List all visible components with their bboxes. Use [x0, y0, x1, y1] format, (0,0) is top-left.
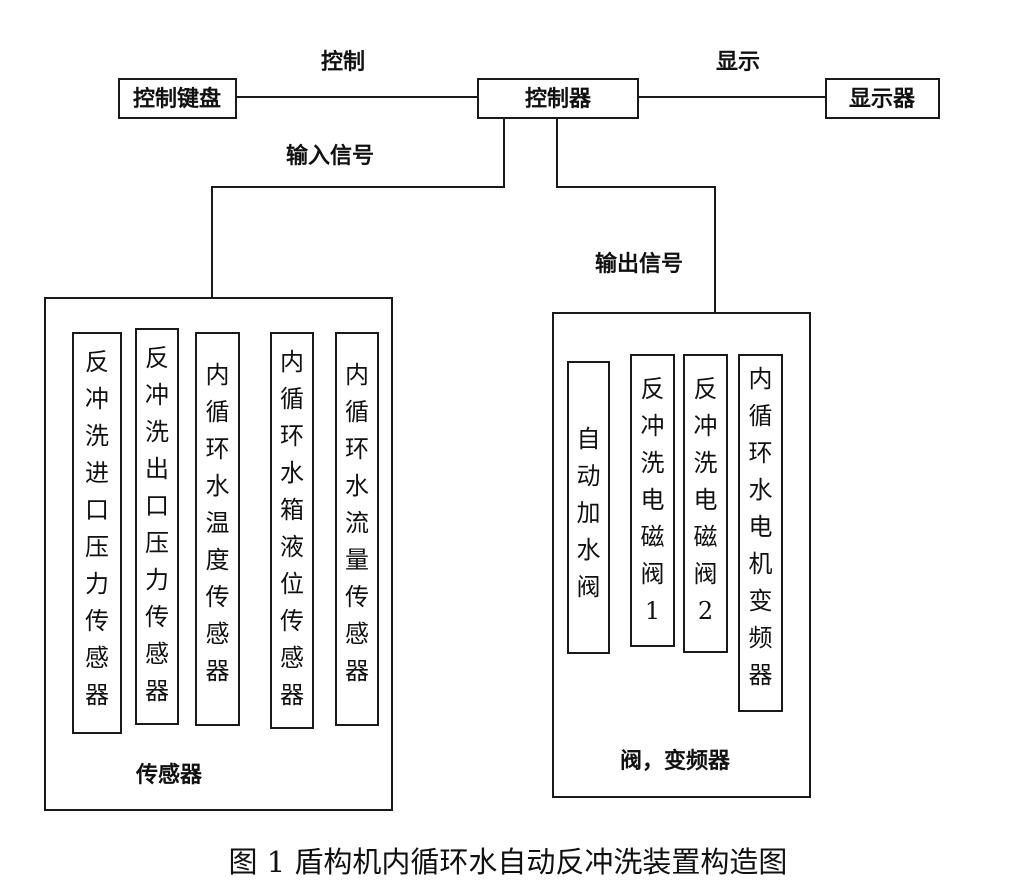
edge-label-show: 显示: [716, 50, 760, 75]
actuator-box-1: [567, 361, 610, 654]
keyboard-label: 控制键盘: [133, 86, 221, 112]
actuator-label-4: 内循环水电机变频器: [749, 365, 773, 689]
figure-caption: 图 1 盾构机内循环水自动反冲洗装置构造图: [229, 845, 788, 879]
actuator-box-2: [630, 354, 675, 647]
edge-label-input: 输入信号: [286, 143, 374, 169]
controller-box: [477, 78, 639, 119]
sensor-label-5: 内循环水流量传感器: [345, 361, 369, 685]
sensor-box-5: [335, 332, 379, 726]
display-box: [825, 78, 940, 119]
actuator-label-1: 自动加水阀: [577, 425, 601, 601]
sensor-label-2: 反冲洗出口压力传感器: [145, 344, 169, 705]
actuator-box-3: [683, 354, 728, 653]
wire-input-signal: [211, 118, 505, 298]
sensor-box-2: [135, 328, 179, 725]
sensor-items: 反冲洗进口压力传感器 反冲洗出口压力传感器 内循环水温度传感器 内循环水箱液位传感器 内…: [72, 328, 379, 734]
actuator-group-title: 阀，变频器: [620, 748, 731, 774]
display-label: 显示器: [849, 87, 916, 112]
sensor-label-3: 内循环水温度传感器: [206, 361, 230, 685]
sensor-label-1: 反冲洗进口压力传感器: [85, 348, 109, 709]
controller-label: 控制器: [525, 86, 592, 112]
edge-label-output: 输出信号: [595, 251, 683, 277]
sensor-label-4: 内循环水箱液位传感器: [280, 348, 304, 709]
keyboard-box: [118, 78, 237, 119]
edge-label-control: 控制: [321, 49, 365, 75]
sensor-box-1: [72, 332, 122, 734]
sensor-group-title: 传感器: [135, 762, 203, 788]
wire-output-signal: [556, 118, 716, 313]
actuator-box-4: [738, 354, 783, 712]
sensor-box-4: [270, 332, 314, 729]
sensor-box-3: [195, 332, 240, 726]
